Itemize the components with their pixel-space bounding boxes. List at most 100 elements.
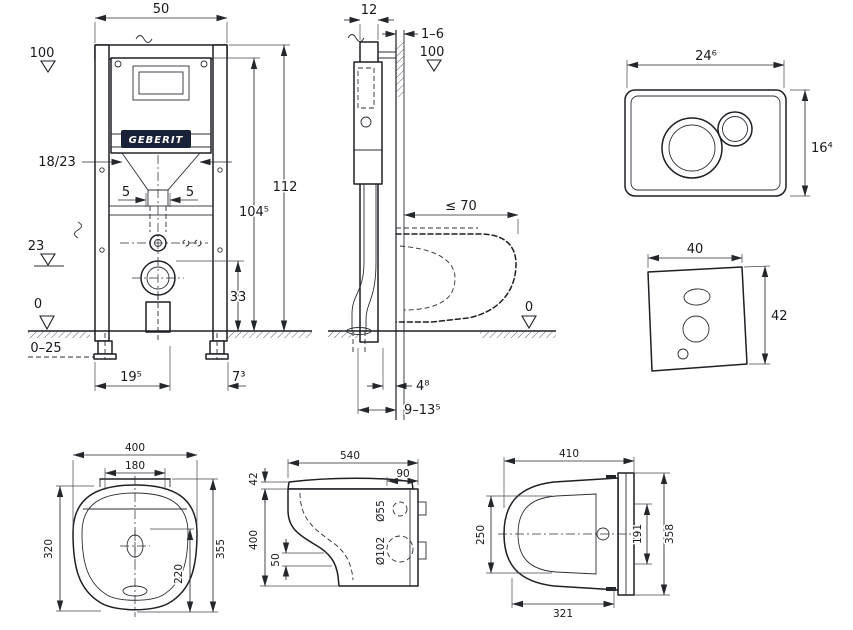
dim-label-pad-width: 40 [687, 242, 704, 257]
dim-label-plate-height: 16⁴ [811, 141, 833, 156]
dim-label-outlet-offset: 4⁸ [416, 379, 429, 394]
dim-plan-depth: 358 [634, 472, 678, 596]
wc-plan-body [498, 472, 642, 596]
dim-label-floor-range: 0–25 [30, 341, 61, 356]
dim-label-offset-left: 5 [122, 185, 130, 200]
drain-connection [132, 260, 184, 340]
dim-label-bolt-spacing: 191 [632, 524, 644, 544]
dim-body-height: 400 [247, 489, 339, 587]
dim-label-conn-height: 23 [28, 239, 45, 254]
dim-label-bottom-right: 7³ [232, 370, 245, 385]
dim-label-frame-width: 50 [153, 2, 170, 17]
dim-opening-depth: 250 [474, 495, 552, 574]
dim-label-bend: 18/23 [38, 155, 75, 170]
flush-bend [121, 152, 201, 312]
dim-label-lip: 50 [270, 553, 282, 566]
dim-label-opening-depth: 250 [475, 525, 487, 545]
dim-lip: 50 [269, 539, 332, 580]
view-flush-plate: 24⁶ 16⁴ [624, 48, 834, 197]
dim-label-box-depth: 90 [396, 468, 409, 480]
dim-label-inner-depth: 220 [173, 564, 185, 584]
dim-label-plate-width: 24⁶ [695, 49, 717, 64]
view-frame-side: 100 12 1–6 ≤ 70 [328, 2, 556, 420]
dim-label-outlet-dia: Ø102 [375, 537, 387, 565]
sound-pad-body [647, 266, 748, 372]
view-wc-top: 400 180 320 355 220 [42, 441, 229, 617]
dim-label-bottom-left: 19⁵ [120, 370, 142, 385]
dim-label-wc-width: 400 [125, 442, 145, 454]
dim-seat-width: 180 [104, 459, 166, 490]
dim-width-top: 50 [94, 1, 228, 43]
side-structure [347, 34, 396, 343]
dim-inner-depth: 220 [150, 528, 194, 613]
frame-structure [74, 35, 228, 342]
datum-meter-mark-side: 100 [418, 44, 446, 73]
dim-plate-width: 24⁶ [626, 48, 785, 88]
dim-label-wc-side-depth: 540 [340, 450, 360, 462]
dim-label-offset-right: 5 [186, 185, 194, 200]
dim-label-floor-zero-side: 0 [525, 300, 533, 315]
dim-label-body-height: 400 [248, 530, 260, 550]
dim-label-seat-width: 180 [125, 460, 145, 472]
dim-outlet-offset: 4⁸ [367, 348, 431, 396]
dim-label-pad-height: 42 [771, 309, 788, 324]
dim-label-height-inner: 104⁵ [239, 205, 269, 220]
dim-wc-depth: ≤ 70 [404, 198, 519, 234]
dim-profile-depth: 12 [344, 2, 394, 40]
water-connection [120, 234, 208, 252]
dim-body-width: 321 [511, 578, 615, 622]
dim-label-outlet-range: 9–13⁵ [404, 403, 441, 418]
dim-label-profile-depth: 12 [361, 3, 378, 18]
dim-label-seat-thickness: 42 [248, 472, 260, 485]
dim-height-inner: 104⁵ [213, 57, 271, 332]
brand-label: GEBERIT [129, 135, 184, 146]
dim-label-plan-depth: 358 [664, 524, 676, 544]
dim-label-depth-right: 355 [215, 539, 227, 559]
wc-top-body [72, 476, 198, 617]
dim-label-height-total: 112 [273, 180, 298, 195]
floor-line-side [328, 330, 556, 338]
dim-outlet-height: 33 [176, 260, 248, 332]
dim-depth-right: 355 [137, 478, 229, 613]
datum-floor-zero: 0 [32, 296, 55, 331]
datum-conn-height: 23 [26, 238, 64, 267]
dim-wc-side-depth: 540 [287, 449, 419, 485]
dim-label-finish-range: 1–6 [421, 27, 444, 42]
dim-label-plan-width: 410 [559, 448, 579, 460]
datum-meter-mark: 100 [28, 45, 57, 74]
dim-label-depth-left: 320 [43, 539, 55, 559]
dim-outlet-range: 9–13⁵ [357, 348, 442, 420]
view-wc-side: 540 90 42 400 50 Ø55 Ø102 [247, 449, 427, 587]
dim-label-meter-side: 100 [420, 45, 445, 60]
dim-label-outlet-height: 33 [230, 290, 247, 305]
geberit-logo: GEBERIT [111, 130, 211, 148]
dim-label-meter: 100 [30, 46, 55, 61]
dim-plate-height: 16⁴ [790, 89, 834, 197]
dim-pad-height: 42 [743, 265, 789, 365]
dim-finish-range: 1–6 [382, 26, 446, 44]
dim-bend: 18/23 [37, 154, 232, 172]
wc-silhouette [395, 227, 517, 323]
wall-section [395, 30, 405, 420]
dim-bolt-spacing: 191 [631, 503, 652, 565]
dim-box-depth: 90 [386, 467, 419, 486]
dim-label-floor-zero: 0 [34, 297, 42, 312]
frame-feet [93, 333, 229, 360]
dim-label-wc-depth: ≤ 70 [445, 199, 477, 214]
floor-line [28, 330, 312, 358]
dim-pad-width: 40 [647, 241, 743, 268]
view-sound-pad: 40 42 [647, 241, 789, 372]
wc-side-body [287, 477, 427, 587]
dim-bottom-chain: 19⁵ 7³ [94, 346, 247, 391]
dim-height-total: 112 [229, 44, 299, 332]
dim-offsets: 5 5 [118, 184, 198, 207]
dim-label-inlet-dia: Ø55 [375, 500, 387, 522]
dim-seat-thickness: 42 [247, 468, 288, 503]
flush-plate-body [624, 89, 787, 197]
dim-depth-left: 320 [42, 485, 101, 612]
view-frame-front: GEBERIT [26, 1, 312, 391]
dim-plan-width: 410 [503, 447, 635, 508]
dim-wc-width: 400 [72, 441, 198, 528]
